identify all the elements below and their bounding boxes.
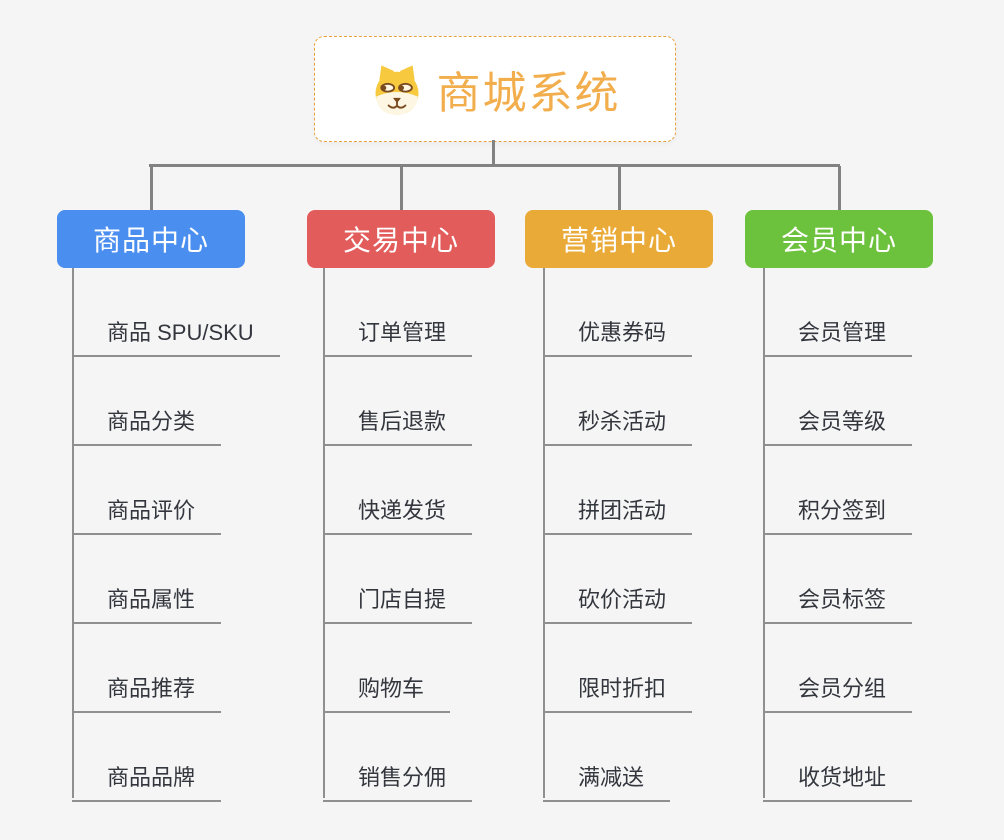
root-title: 商城系统 (436, 69, 621, 118)
leaf-row: 会员管理 (763, 268, 1004, 357)
leaf-label[interactable]: 砍价活动 (543, 586, 693, 624)
branch-label: 营销中心 (560, 225, 677, 256)
leaf-label[interactable]: 商品属性 (72, 586, 222, 624)
branch-label: 会员中心 (780, 225, 897, 256)
leaf-label[interactable]: 会员标签 (763, 586, 913, 624)
leaf-row: 销售分佣 (323, 713, 573, 802)
leaf-column-4: 会员管理会员等级积分签到会员标签会员分组收货地址 (763, 268, 1004, 802)
leaf-label[interactable]: 订单管理 (323, 319, 473, 357)
leaf-column-2: 订单管理售后退款快递发货门店自提购物车销售分佣 (323, 268, 573, 802)
connector-drop-1 (149, 166, 153, 210)
leaf-row: 优惠券码 (543, 268, 793, 357)
leaf-row: 快递发货 (323, 446, 573, 535)
leaf-label[interactable]: 限时折扣 (543, 675, 693, 713)
leaf-row: 秒杀活动 (543, 357, 793, 446)
leaf-label[interactable]: 商品评价 (72, 497, 222, 535)
root-node[interactable]: 商城系统 (314, 36, 676, 142)
leaf-label[interactable]: 会员分组 (763, 675, 913, 713)
leaf-row: 会员标签 (763, 535, 1004, 624)
column-connector-line (72, 268, 74, 798)
branch-label: 商品中心 (92, 225, 209, 256)
branch-label: 交易中心 (342, 225, 459, 256)
branch-node-4[interactable]: 会员中心 (745, 210, 933, 268)
leaf-label[interactable]: 售后退款 (323, 408, 473, 446)
connector-drop-4 (837, 166, 841, 210)
leaf-label[interactable]: 会员管理 (763, 319, 913, 357)
leaf-row: 积分签到 (763, 446, 1004, 535)
connector-drop-2 (399, 166, 403, 210)
leaf-column-3: 优惠券码秒杀活动拼团活动砍价活动限时折扣满减送 (543, 268, 793, 802)
leaf-label[interactable]: 商品分类 (72, 408, 222, 446)
leaf-label[interactable]: 购物车 (323, 675, 451, 713)
connector-drop-3 (617, 166, 621, 210)
leaf-row: 订单管理 (323, 268, 573, 357)
leaf-row: 会员分组 (763, 624, 1004, 713)
leaf-row: 商品品牌 (72, 713, 322, 802)
connector-root-stub (492, 140, 495, 166)
leaf-label[interactable]: 满减送 (543, 764, 671, 802)
leaf-label[interactable]: 快递发货 (323, 497, 473, 535)
leaf-column-1: 商品 SPU/SKU 商品分类商品评价商品属性商品推荐商品品牌 (72, 268, 322, 802)
leaf-label[interactable]: 商品推荐 (72, 675, 222, 713)
leaf-label[interactable]: 会员等级 (763, 408, 913, 446)
leaf-row: 商品分类 (72, 357, 322, 446)
leaf-label[interactable]: 商品 SPU/SKU (72, 319, 280, 357)
leaf-row: 收货地址 (763, 713, 1004, 802)
leaf-label[interactable]: 商品品牌 (72, 764, 222, 802)
branch-node-3[interactable]: 营销中心 (525, 210, 713, 268)
branch-node-1[interactable]: 商品中心 (57, 210, 245, 268)
leaf-row: 满减送 (543, 713, 793, 802)
leaf-label[interactable]: 拼团活动 (543, 497, 693, 535)
leaf-row: 商品推荐 (72, 624, 322, 713)
leaf-label[interactable]: 门店自提 (323, 586, 473, 624)
leaf-row: 拼团活动 (543, 446, 793, 535)
leaf-label[interactable]: 收货地址 (763, 764, 913, 802)
column-connector-line (763, 268, 765, 798)
leaf-row: 商品评价 (72, 446, 322, 535)
leaf-label[interactable]: 积分签到 (763, 497, 913, 535)
leaf-row: 商品属性 (72, 535, 322, 624)
leaf-row: 会员等级 (763, 357, 1004, 446)
leaf-label[interactable]: 秒杀活动 (543, 408, 693, 446)
leaf-row: 门店自提 (323, 535, 573, 624)
leaf-label[interactable]: 优惠券码 (543, 319, 693, 357)
leaf-row: 商品 SPU/SKU (72, 268, 322, 357)
branch-node-2[interactable]: 交易中心 (307, 210, 495, 268)
leaf-row: 购物车 (323, 624, 573, 713)
doge-icon (370, 62, 424, 116)
leaf-label[interactable]: 销售分佣 (323, 764, 473, 802)
connector-bus (149, 164, 840, 167)
column-connector-line (543, 268, 545, 798)
leaf-row: 砍价活动 (543, 535, 793, 624)
leaf-row: 限时折扣 (543, 624, 793, 713)
leaf-row: 售后退款 (323, 357, 573, 446)
column-connector-line (323, 268, 325, 798)
